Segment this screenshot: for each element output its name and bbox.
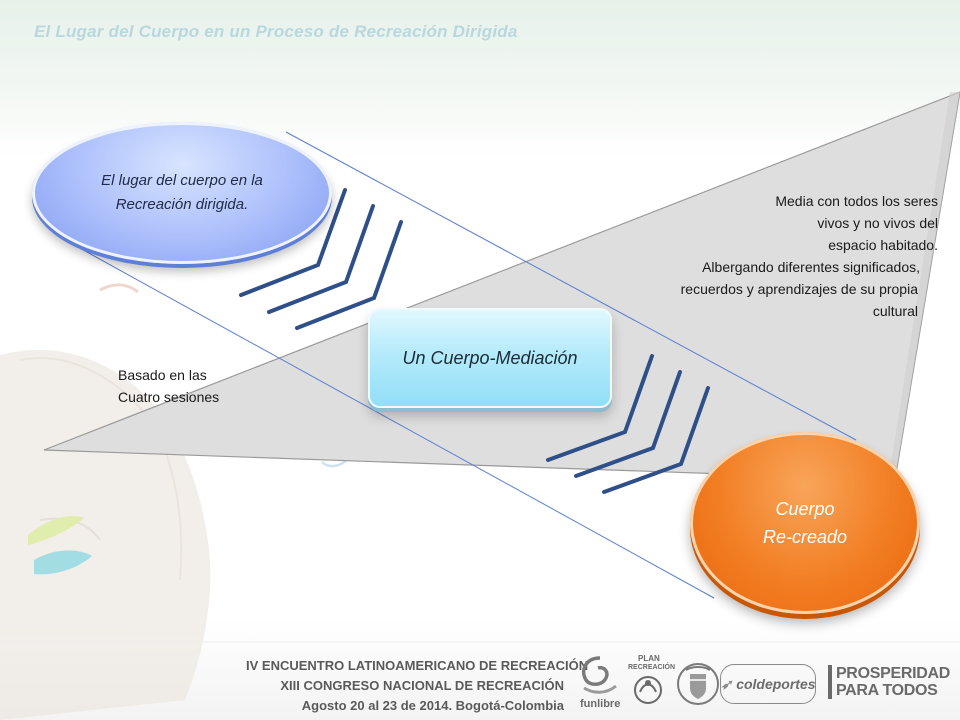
chevron-arrows-upper <box>239 188 403 330</box>
plan-recreacion-logo: PLAN RECREACIÓN <box>628 652 675 712</box>
event-footer: IV ENCUENTRO LATINOAMERICANO DE RECREACI… <box>246 656 589 716</box>
prosperidad-line-2: PARA TODOS <box>835 682 938 699</box>
coldeportes-logo: ➶ coldeportes <box>720 664 816 704</box>
description-line-1: Media con todos los seres <box>775 193 938 209</box>
description-line-4: Albergando diferentes significados, <box>702 259 920 275</box>
recreated-body-oval: Cuerpo Re-creado <box>690 432 920 614</box>
prosperidad-bar-icon <box>828 665 832 699</box>
sessions-note-line-2: Cuatro sesiones <box>118 389 220 405</box>
description-line-6: cultural <box>872 303 918 319</box>
funlibre-label: funlibre <box>580 698 621 710</box>
slide-title: El Lugar del Cuerpo en un Proceso de Rec… <box>34 22 518 41</box>
prosperidad-logo: PROSPERIDAD PARA TODOS <box>828 660 950 704</box>
recreated-body-line-1: Cuerpo <box>775 499 835 519</box>
funlibre-logo: funlibre <box>576 652 624 712</box>
coldeportes-label: coldeportes <box>736 676 816 692</box>
coat-of-arms-icon <box>677 663 719 705</box>
mediation-description: Media con todos los seres vivos y no viv… <box>600 190 938 322</box>
chevron-arrows-lower <box>546 354 710 494</box>
coldeportes-swoosh-icon: ➶ <box>720 675 733 692</box>
footer-line-2: XIII CONGRESO NACIONAL DE RECREACIÓN <box>280 678 564 693</box>
body-place-line-2: Recreación dirigida. <box>115 196 249 213</box>
description-line-3: espacio habitado. <box>828 237 938 253</box>
mediation-box: Un Cuerpo-Mediación <box>368 308 612 408</box>
prosperidad-line-1: PROSPERIDAD <box>835 665 950 682</box>
sessions-note-line-1: Basado en las <box>118 367 207 383</box>
plan-label: PLAN <box>638 654 660 663</box>
colombia-shield-logo <box>676 660 720 708</box>
recreacion-label: RECREACIÓN <box>628 664 676 671</box>
plan-figure-icon <box>634 676 662 704</box>
body-place-oval: El lugar del cuerpo en la Recreación dir… <box>32 122 332 264</box>
description-line-5: recuerdos y aprendizajes de su propia <box>680 281 918 297</box>
description-line-2: vivos y no vivos del <box>817 215 938 231</box>
footer-line-3: Agosto 20 al 23 de 2014. Bogotá-Colombia <box>301 698 564 713</box>
sessions-note: Basado en las Cuatro sesiones <box>118 364 278 408</box>
recreated-body-line-2: Re-creado <box>762 527 848 547</box>
funlibre-swirl-icon <box>581 656 617 694</box>
diagonal-line-bottom <box>75 245 715 599</box>
mediation-box-label: Un Cuerpo-Mediación <box>402 347 578 368</box>
footer-line-1: IV ENCUENTRO LATINOAMERICANO DE RECREACI… <box>246 658 589 673</box>
body-place-line-1: El lugar del cuerpo en la <box>101 172 263 189</box>
diagonal-line-top <box>285 131 857 441</box>
